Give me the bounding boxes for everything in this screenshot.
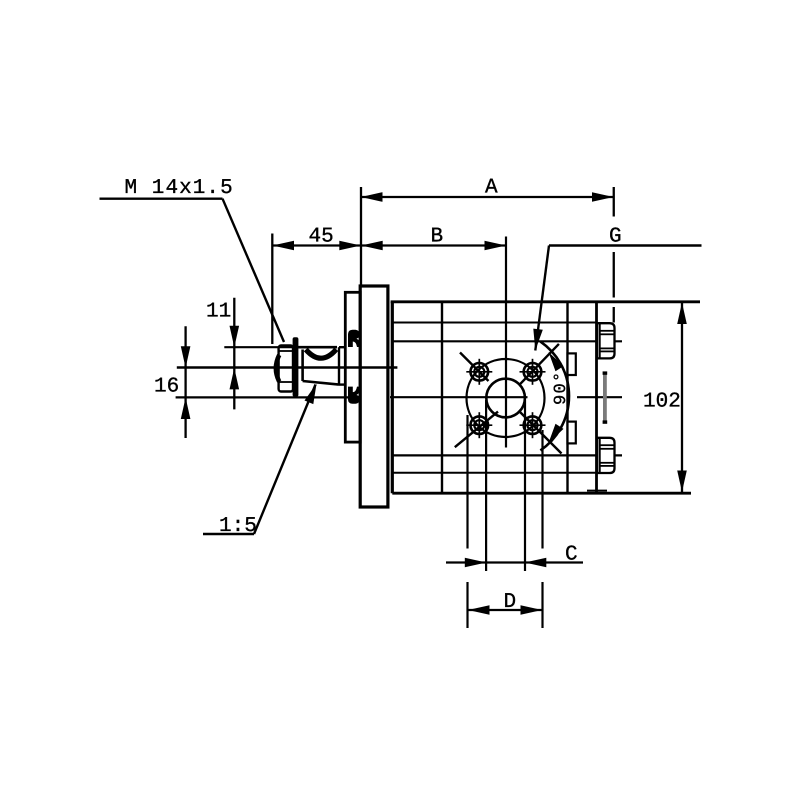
svg-text:B: B [431, 226, 444, 249]
svg-text:90°: 90° [552, 370, 571, 405]
svg-text:102: 102 [643, 391, 681, 414]
svg-text:11: 11 [206, 301, 231, 324]
svg-text:1:5: 1:5 [219, 515, 257, 538]
svg-text:45: 45 [309, 226, 334, 249]
svg-text:C: C [565, 544, 578, 567]
svg-text:D: D [504, 591, 517, 614]
svg-text:G: G [609, 225, 622, 248]
svg-text:M 14x1.5: M 14x1.5 [125, 177, 234, 200]
svg-text:16: 16 [154, 375, 179, 398]
svg-text:A: A [485, 177, 498, 200]
